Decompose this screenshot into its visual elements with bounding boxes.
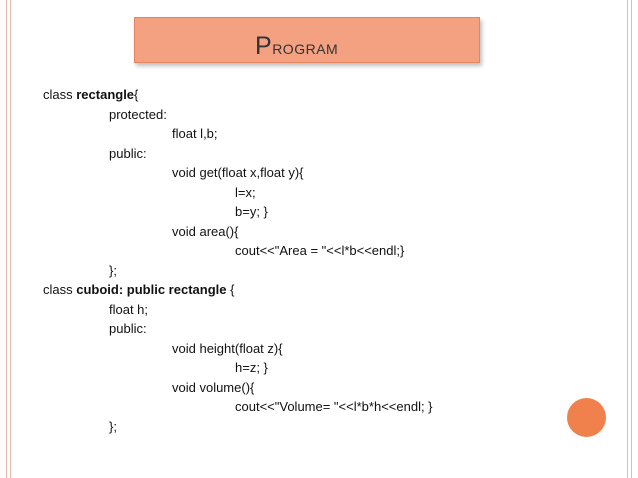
code-line: protected: [43, 105, 603, 125]
code-line: void area(){ [43, 222, 603, 242]
code-text: class [43, 282, 77, 297]
code-block: class rectangle{protected:float l,b;publ… [43, 85, 603, 436]
code-line: class rectangle{ [43, 85, 603, 105]
code-text: void area(){ [172, 223, 239, 239]
code-text: h=z; } [235, 360, 268, 375]
code-line: float h; [43, 300, 603, 320]
code-text: void height(float z){ [172, 340, 283, 356]
left-border-line-outer [6, 0, 7, 478]
code-line: class cuboid: public rectangle { [43, 280, 603, 300]
code-bold-text: rectangle [76, 87, 135, 102]
code-text: l=x; [235, 184, 256, 200]
right-border-line-outer [631, 0, 632, 478]
code-line: void height(float z){ [43, 339, 603, 359]
code-line: cout<<"Area = "<<l*b<<endl;} [43, 241, 603, 261]
code-line: void volume(){ [43, 378, 603, 398]
title-box: Program [134, 17, 480, 63]
accent-circle [567, 398, 606, 437]
code-text: void volume(){ [172, 379, 255, 395]
code-line: void get(float x,float y){ [43, 163, 603, 183]
code-text: protected: [109, 106, 167, 122]
code-text: }; [109, 418, 117, 434]
code-text: public: [109, 145, 147, 161]
code-line: cout<<"Volume= "<<l*b*h<<endl; } [43, 397, 603, 417]
code-text: public: [109, 321, 147, 336]
code-text: void get(float x,float y){ [172, 165, 304, 180]
code-line: float l,b; [43, 124, 603, 144]
slide-title: Program [255, 32, 339, 60]
code-text: cout<<"Area = "<<l*b<<endl;} [235, 243, 405, 258]
code-line: public: [43, 144, 603, 164]
code-line: }; [43, 417, 603, 437]
code-text: float h; [109, 301, 149, 317]
code-line: l=x; [43, 183, 603, 203]
code-bold-text: cuboid: public rectangle [76, 282, 227, 297]
code-rest-text: { [134, 87, 139, 102]
code-text: class [43, 87, 77, 102]
left-border-line-inner [10, 0, 11, 478]
code-text: }; [109, 262, 117, 278]
code-text: b=y; } [235, 204, 268, 219]
code-text: float l,b; [172, 126, 218, 141]
code-line: h=z; } [43, 358, 603, 378]
code-line: }; [43, 261, 603, 281]
code-rest-text: { [226, 282, 235, 297]
code-text: cout<<"Volume= "<<l*b*h<<endl; } [235, 399, 433, 414]
right-border-line-inner [627, 0, 628, 478]
code-line: b=y; } [43, 202, 603, 222]
code-line: public: [43, 319, 603, 339]
